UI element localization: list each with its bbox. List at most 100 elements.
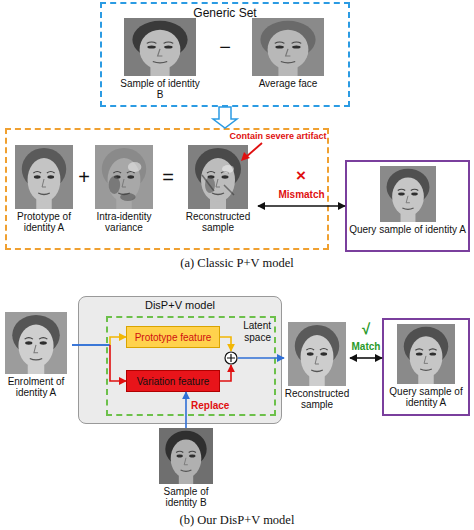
caption: (a) Classic P+V model [0, 256, 474, 271]
model-box: DisP+V modelLatent spacePrototype featur… [78, 296, 282, 424]
face-eye [292, 45, 300, 48]
face-image: Sample of identity B [150, 428, 222, 510]
face-variation [109, 176, 121, 194]
connector [258, 206, 345, 207]
sum-cross [227, 354, 235, 362]
face-nose [122, 179, 126, 187]
face-brows [176, 451, 196, 452]
face-mouth [212, 193, 224, 195]
face-mouth [38, 193, 50, 195]
face-eye [416, 352, 423, 355]
face-label: Enrolment of identity A [0, 376, 72, 398]
face-image: Reconstructed sample [284, 322, 350, 418]
face-illustration [288, 322, 346, 386]
caption: (b) Our DisP+V model [0, 513, 474, 528]
face-artifact [222, 165, 234, 173]
face-illustration [252, 18, 324, 76]
face-skin [108, 158, 141, 202]
face-label: Query sample of identity A [347, 224, 468, 235]
face-variation [120, 193, 135, 201]
feature-box: Variation feature [126, 370, 220, 392]
face-image: Enrolment of identity A [0, 312, 72, 410]
mismatch-mark: × [291, 166, 311, 185]
face-nose [406, 196, 410, 203]
face-eye [275, 45, 283, 48]
face-background [288, 322, 346, 386]
face-skin [171, 439, 202, 478]
face-image: Reconstructed sample [178, 145, 258, 245]
face-nose [158, 49, 163, 56]
face-brows [397, 189, 418, 190]
face-background [5, 312, 67, 374]
face-mouth [402, 208, 413, 209]
face-eye [47, 175, 54, 178]
face-mouth [181, 470, 192, 471]
face-illustration [124, 18, 196, 76]
face-illustration [380, 166, 436, 222]
face-nose [216, 179, 220, 187]
face-eye [189, 455, 195, 458]
annotation-text: Contain severe artifact [226, 131, 330, 142]
face-brows [33, 172, 54, 174]
box-title: DisP+V model [79, 299, 281, 312]
face-skin [18, 325, 53, 368]
face-nose [286, 49, 291, 56]
face-skin [410, 336, 443, 377]
face-eye [127, 175, 134, 178]
face-variation [128, 162, 142, 172]
face-mouth [30, 359, 42, 360]
face-artifact [202, 175, 234, 195]
block-arrow [213, 107, 237, 128]
face-label: Reconstructed sample [284, 388, 350, 410]
face-eye [398, 193, 405, 196]
connector-line [350, 357, 382, 359]
sum-node [224, 351, 238, 365]
face-brows [306, 349, 327, 351]
face-eye [177, 455, 183, 458]
face-eye [307, 352, 314, 355]
query-box: Query sample of identity A [345, 160, 470, 252]
face-skin [28, 158, 61, 202]
face-eye [40, 341, 47, 344]
face-mouth [311, 370, 323, 372]
face-nose [34, 345, 38, 353]
face-eye [320, 352, 327, 355]
face-label: Sample of identity B [116, 78, 204, 100]
face-eye [164, 45, 172, 48]
face-illustration [15, 145, 73, 209]
face-background [188, 145, 248, 209]
feature-box: Prototype feature [126, 326, 220, 348]
face-eye [25, 341, 32, 344]
edge-label: Replace [191, 400, 229, 412]
face-nose [42, 179, 46, 187]
face-illustration [95, 145, 153, 209]
face-background [252, 18, 324, 76]
face-nose [315, 356, 319, 364]
face-brows [147, 42, 173, 43]
face-label: Prototype of identity A [10, 211, 78, 233]
face-brows [113, 172, 134, 174]
face-illustration [159, 428, 213, 484]
operator-minus: − [210, 36, 240, 58]
query-box: Query sample of identity A [382, 318, 470, 416]
face-brows [25, 338, 48, 339]
face-eye [429, 352, 436, 355]
face-skin [140, 30, 181, 70]
face-image: Average face [244, 18, 332, 104]
face-label: Reconstructed sample [178, 211, 258, 233]
face-mouth [153, 62, 167, 63]
face-illustration [5, 312, 67, 374]
face-background [159, 428, 213, 484]
face-background [380, 166, 436, 222]
face-nose [184, 458, 188, 465]
edge-label: Mismatch [279, 189, 325, 201]
face-label: Query sample of identity A [384, 386, 468, 408]
face-label: Sample of identity B [150, 486, 222, 508]
face-background [15, 145, 73, 209]
feature-label: Variation feature [137, 376, 210, 387]
face-eye [222, 175, 229, 178]
sum-circle [225, 352, 237, 364]
operator-plus: + [74, 166, 94, 188]
face-brows [275, 42, 301, 43]
